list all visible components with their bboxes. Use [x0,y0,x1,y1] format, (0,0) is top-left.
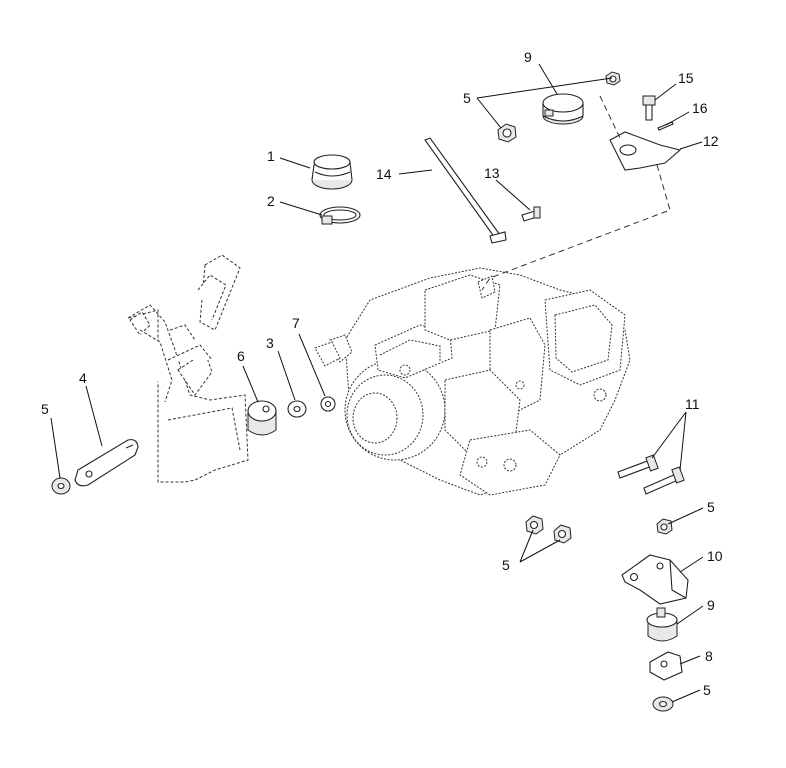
part-2-hose-clamp [319,206,361,225]
part-1-rubber-boot [311,154,353,190]
callout-3: 3 [266,335,274,351]
leader-lines [50,63,704,703]
part-5-left-nut [51,477,71,495]
part-11-bolt-a [617,454,659,479]
part-14-rod [424,137,507,244]
part-5-center-nut-a [525,515,544,535]
part-13-bolt [521,206,541,222]
part-10-bracket [621,554,689,605]
part-12-bracket [609,131,682,171]
callout-5-center: 5 [502,557,510,573]
frame-section [127,254,249,483]
part-5-upper-nut-a [497,123,517,143]
part-9-upper-mount [542,93,584,125]
part-4-strap-plate [74,439,139,487]
part-5-center-nut-b [553,524,572,544]
part-3-washer [287,400,307,418]
part-11-bolt-b [643,466,685,495]
callout-labels: 1 2 3 4 5 5 5 5 5 6 7 8 9 9 10 11 12 13 … [41,49,723,698]
callout-9-top: 9 [524,49,532,65]
part-15-bolt [642,95,656,121]
callout-8: 8 [705,648,713,664]
part-9-lower-mount [646,607,678,642]
callout-5-right: 5 [707,499,715,515]
callout-1: 1 [267,148,275,164]
part-5-upper-nut-b [605,71,621,86]
callout-12: 12 [703,133,719,149]
callout-5-left: 5 [41,401,49,417]
part-8-small-bracket [649,651,683,681]
callout-15: 15 [678,70,694,86]
callout-11: 11 [685,396,700,412]
part-5-right-nut [656,518,673,535]
callout-5-bottom: 5 [703,682,711,698]
callout-4: 4 [79,370,87,386]
callout-2: 2 [267,193,275,209]
callout-13: 13 [484,165,500,181]
callout-7: 7 [292,315,300,331]
engine-assembly [314,267,631,496]
callout-6: 6 [237,348,245,364]
callout-14: 14 [376,166,392,182]
part-16-pin [657,121,674,131]
callout-10: 10 [707,548,723,564]
callout-16: 16 [692,100,708,116]
callout-9-lower: 9 [707,597,715,613]
part-6-cushion [247,400,277,436]
part-7-small-washer [320,396,336,412]
part-5-bottom-nut [652,696,674,712]
callout-5-top: 5 [463,90,471,106]
